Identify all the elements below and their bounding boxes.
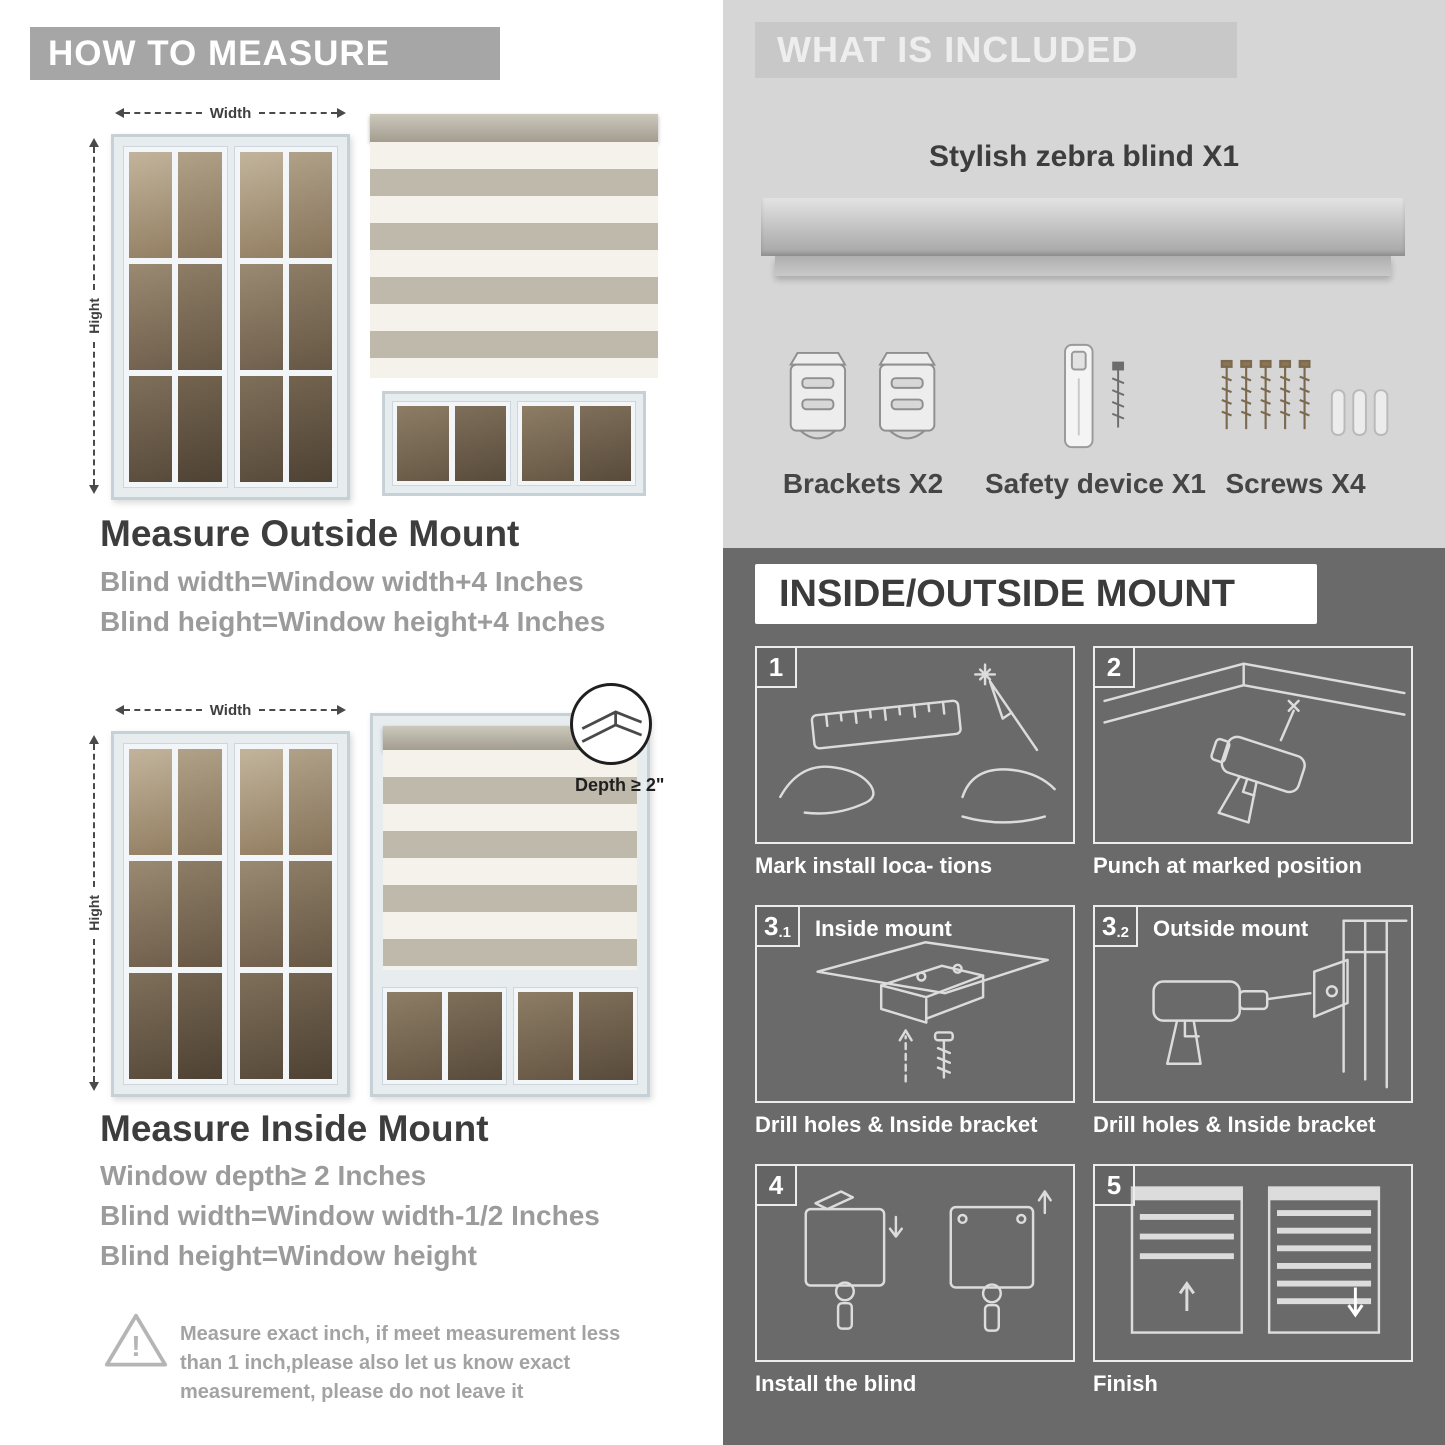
step-caption: Punch at marked position <box>1093 853 1362 878</box>
safety-device-icon <box>1023 335 1168 457</box>
step-3-1-illustration <box>816 941 1049 1083</box>
window-measure-illustration-outside: Width Hight <box>85 100 350 500</box>
outside-mount-title: Measure Outside Mount <box>100 513 520 554</box>
blind-cassette <box>370 114 658 142</box>
height-label: Hight <box>86 298 102 334</box>
arrow-left-icon <box>115 705 124 715</box>
step-number-badge: 2 <box>1093 646 1135 688</box>
inside-rule-width: Blind width=Window width-1/2 Inches <box>100 1200 600 1231</box>
mount-step-4: 4 <box>755 1164 1075 1397</box>
step-panel: 3.2 Outside mount <box>1093 905 1413 1103</box>
window-lower-part <box>382 391 646 496</box>
step-caption: Mark install loca- tions <box>755 853 993 878</box>
what-is-included-header: WHAT IS INCLUDED <box>755 22 1237 78</box>
blind-valance <box>775 256 1391 276</box>
mount-step-3-1: 3.1 Inside mount <box>755 905 1075 1138</box>
step-inline-label: Outside mount <box>1153 916 1309 941</box>
arrow-right-icon <box>337 705 347 715</box>
window-sash <box>123 743 228 1085</box>
arrow-up-icon <box>89 735 99 744</box>
window-sash <box>233 146 338 488</box>
width-label: Width <box>209 701 252 719</box>
window-sash <box>513 987 638 1085</box>
step-panel: 1 <box>755 646 1075 844</box>
depth-callout-label: Depth ≥ 2" <box>575 775 665 795</box>
step-number-badge: 3.1 <box>755 905 800 947</box>
window-sash <box>392 401 511 486</box>
step-caption: Install the blind <box>755 1371 917 1396</box>
step-caption: Drill holes & Inside bracket <box>755 1112 1038 1137</box>
step-panel: 2 <box>1093 646 1413 844</box>
step-panel: 5 <box>1093 1164 1413 1362</box>
mount-section-header: INSIDE/OUTSIDE MOUNT <box>755 564 1317 624</box>
mount-steps-grid: 1 <box>755 646 1413 1397</box>
inside-mount-blind-illustration: Depth ≥ 2" <box>370 683 664 1097</box>
how-to-measure-header: HOW TO MEASURE <box>30 27 500 80</box>
blind-cassette <box>761 198 1405 256</box>
safety-device-label: Safety device X1 <box>984 468 1207 499</box>
arrow-right-icon <box>337 108 347 118</box>
mount-step-5: 5 <box>1093 1164 1413 1397</box>
window-measure-illustration-inside: Width Hight <box>85 697 350 1097</box>
screws-icon <box>1215 335 1400 457</box>
warning-triangle-icon: ! <box>103 1310 169 1374</box>
inside-rule-depth: Window depth≥ 2 Inches <box>100 1160 427 1191</box>
window-sash <box>517 401 636 486</box>
inside-rule-height: Blind height=Window height <box>100 1240 477 1271</box>
inside-mount-illustrations: Width Hight <box>75 683 664 1105</box>
step-panel: 3.1 Inside mount <box>755 905 1075 1103</box>
arrow-down-icon <box>89 485 99 495</box>
mount-instructions-section: INSIDE/OUTSIDE MOUNT 1 <box>723 548 1445 1445</box>
height-measure-arrow: Hight <box>85 138 103 495</box>
svg-text:!: ! <box>131 1330 140 1362</box>
step-number-badge: 4 <box>755 1164 797 1206</box>
height-measure-arrow: Hight <box>85 735 103 1092</box>
width-measure-arrow: Width <box>115 104 347 122</box>
step-5-illustration <box>1130 1186 1381 1334</box>
brackets-icon <box>781 335 946 457</box>
product-title: Stylish zebra blind X1 <box>928 140 1240 173</box>
arrow-down-icon <box>89 1082 99 1092</box>
height-label: Hight <box>86 895 102 931</box>
what-is-included-section: WHAT IS INCLUDED Stylish zebra blind X1 <box>723 0 1445 548</box>
step-3-2-illustration <box>1152 919 1408 1089</box>
step-4-illustration <box>804 1190 1052 1332</box>
window-frame <box>111 134 350 500</box>
mount-step-2: 2 <box>1093 646 1413 879</box>
blind-bottom-rail <box>370 378 658 391</box>
step-2-illustration <box>1103 662 1406 824</box>
arrow-up-icon <box>89 138 99 147</box>
step-caption: Finish <box>1093 1371 1158 1396</box>
step-number-badge: 5 <box>1093 1164 1135 1206</box>
window-frame <box>370 713 650 1097</box>
inside-mount-title: Measure Inside Mount <box>100 1108 489 1149</box>
zebra-blind-stripes <box>383 750 637 970</box>
step-panel: 4 <box>755 1164 1075 1362</box>
window-sash <box>123 146 228 488</box>
screws-label: Screws X4 <box>1225 468 1366 499</box>
zebra-blind-product-image <box>761 198 1405 276</box>
window-sash <box>382 987 507 1085</box>
step-1-illustration <box>779 663 1056 824</box>
outside-rule-height: Blind height=Window height+4 Inches <box>100 606 606 637</box>
arrow-left-icon <box>115 108 124 118</box>
brackets-label: Brackets X2 <box>782 468 944 499</box>
step-inline-label: Inside mount <box>815 916 952 941</box>
mount-step-1: 1 <box>755 646 1075 879</box>
outside-mount-blind-illustration <box>370 114 658 502</box>
step-number-badge: 3.2 <box>1093 905 1138 947</box>
window-frame <box>111 731 350 1097</box>
window-sash <box>233 743 338 1085</box>
blind-bottom-rail <box>383 970 637 982</box>
mount-step-3-2: 3.2 Outside mount <box>1093 905 1413 1138</box>
depth-callout-circle <box>570 683 652 765</box>
outside-mount-illustrations: Width Hight <box>75 100 660 508</box>
measurement-note: Measure exact inch, if meet measurement … <box>180 1323 621 1403</box>
width-measure-arrow: Width <box>115 701 347 719</box>
outside-rule-width: Blind width=Window width+4 Inches <box>100 566 584 597</box>
width-label: Width <box>209 104 252 122</box>
step-number-badge: 1 <box>755 646 797 688</box>
step-caption: Drill holes & Inside bracket <box>1093 1112 1376 1137</box>
zebra-blind-stripes <box>370 142 658 378</box>
